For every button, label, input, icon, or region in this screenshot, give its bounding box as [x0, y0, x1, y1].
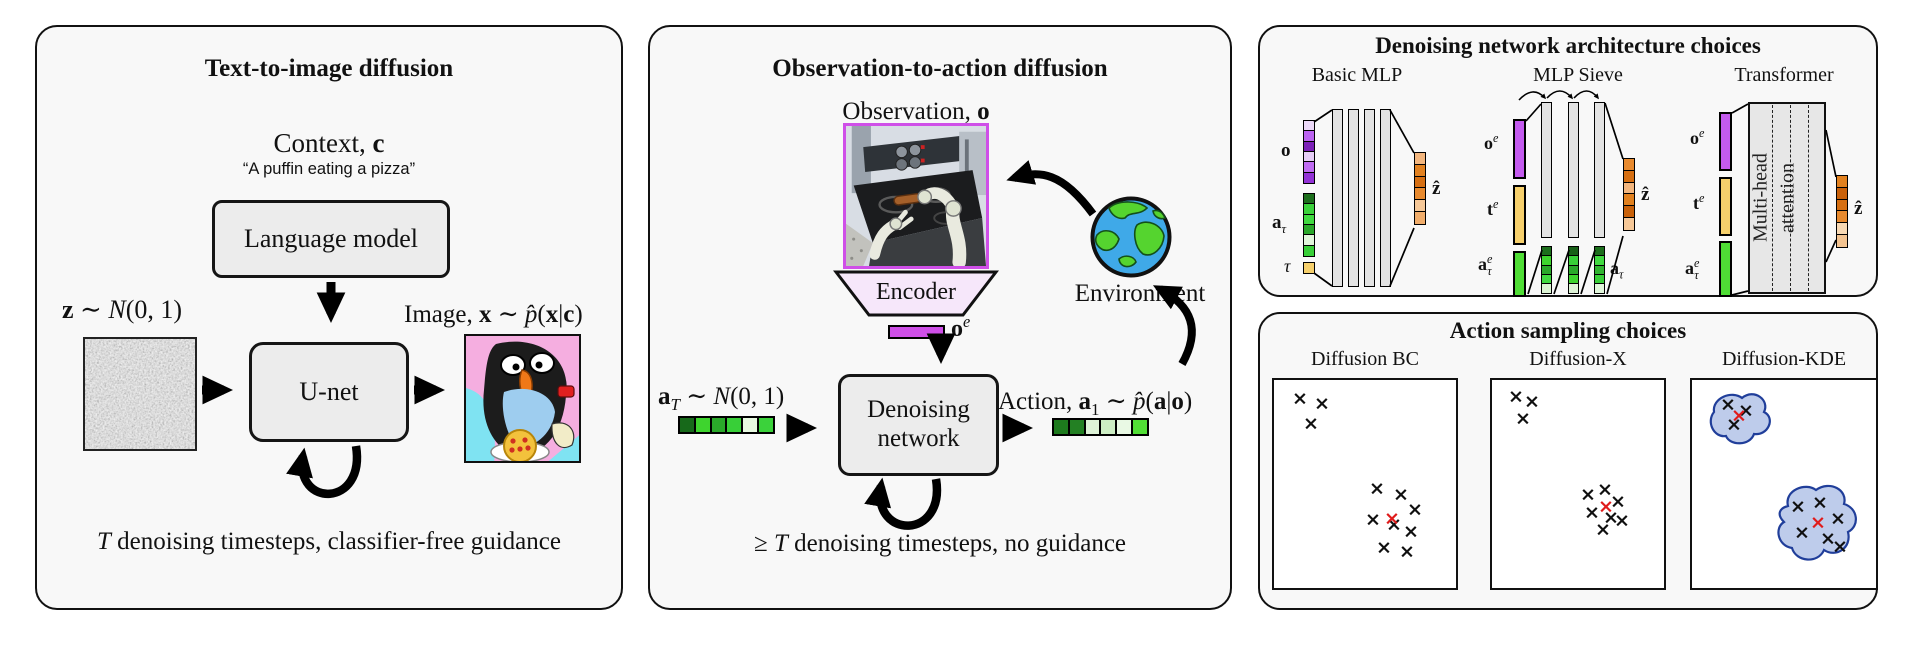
noise-image [83, 337, 197, 451]
denoising-network-label-line1: Denoising [867, 396, 970, 424]
sieve-output-label: ẑ [1641, 184, 1650, 205]
basic-mlp-layer-bar [1348, 109, 1359, 287]
basic-mlp-action-label: aτ [1272, 212, 1287, 236]
middle-caption: ≥ T denoising timesteps, no guidance [753, 530, 1127, 557]
sieve-action-squares-2 [1568, 246, 1579, 295]
kde-density-blobs [1709, 393, 1857, 561]
header-basic-mlp: Basic MLP [1311, 64, 1403, 86]
transformer-action-embedding-bar [1719, 241, 1732, 297]
header-diffusion-x: Diffusion-X [1529, 348, 1627, 370]
sieve-timestep-embedding-bar [1513, 185, 1526, 245]
sieve-layer-bar [1568, 102, 1579, 238]
attention-layer-divider [1772, 105, 1773, 291]
noise-texture [85, 339, 195, 449]
sieve-action-squares-1 [1541, 246, 1552, 295]
observation-label: Observation, o [842, 98, 990, 125]
diffusion-bc-sample-plot: ×××××××××××× [1272, 378, 1458, 590]
sieve-observation-embedding-bar [1513, 119, 1526, 179]
panel-title-observation-to-action: Observation-to-action diffusion [772, 55, 1108, 82]
robot-observation-image [843, 123, 989, 269]
puffin-illustration [466, 336, 579, 461]
basic-mlp-timestep-square [1303, 262, 1315, 274]
prompt-text: “A puffin eating a pizza” [242, 160, 416, 178]
transformer-timestep-embedding-bar [1719, 177, 1732, 236]
sieve-observation-embedding-label: oe [1484, 131, 1499, 153]
image-sample-label: Image, x ∼ p̂(x|c) [404, 301, 583, 328]
action-squares [1052, 418, 1150, 436]
transformer-observation-embedding-bar [1719, 112, 1732, 171]
unet-box: U-net [249, 342, 409, 442]
unet-label: U-net [299, 377, 359, 407]
panel-title-architecture-choices: Denoising network architecture choices [1375, 33, 1761, 58]
basic-mlp-timestep-label: τ [1284, 256, 1291, 276]
observation-embedding-bar [888, 325, 945, 339]
header-diffusion-bc: Diffusion BC [1311, 348, 1419, 370]
sieve-action-embedding-bar [1513, 251, 1526, 297]
transformer-output-label: ẑ [1854, 198, 1863, 219]
observation-embedding-label: oe [951, 312, 971, 342]
language-model-label: Language model [244, 224, 418, 254]
noisy-action-squares [678, 416, 776, 434]
panel-title-text-to-image: Text-to-image diffusion [204, 55, 454, 82]
sieve-action-squares-3 [1594, 246, 1605, 295]
basic-mlp-output-label: ẑ [1432, 178, 1441, 199]
transformer-observation-embedding-label: oe [1690, 126, 1705, 148]
earth-globe-icon [1090, 196, 1172, 278]
action-sample-label: Action, a1 ∼ p̂(a|o) [998, 388, 1193, 419]
attention-layer-divider [1808, 105, 1809, 291]
encoder-label: Encoder [876, 279, 956, 305]
transformer-output-squares [1836, 175, 1848, 248]
attention-label-line1: Multi-head [1749, 153, 1772, 243]
transformer-action-embedding-label: aeτ [1685, 256, 1700, 282]
panel-title-action-sampling: Action sampling choices [1449, 318, 1687, 343]
basic-mlp-layer-bar [1332, 109, 1343, 287]
basic-mlp-layer-bar [1364, 109, 1375, 287]
noisy-action-label: aT ∼ N(0, 1) [658, 383, 785, 414]
header-transformer: Transformer [1734, 64, 1834, 86]
puffin-pizza-image [464, 334, 581, 463]
attention-layer-divider [1790, 105, 1791, 291]
basic-mlp-output-squares [1414, 152, 1426, 225]
attention-label-line2: attention [1776, 163, 1799, 233]
diffusion-x-sample-plot: ××××××××××× [1490, 378, 1666, 590]
sieve-output-squares [1623, 158, 1635, 231]
basic-mlp-action-squares [1303, 193, 1315, 257]
left-caption: T denoising timesteps, classifier-free g… [97, 528, 561, 555]
basic-mlp-layer-bar [1380, 109, 1391, 287]
basic-mlp-o-label: o [1281, 140, 1291, 161]
kde-blob-top-left [1709, 393, 1771, 445]
diffusion-kde-sample-plot: ××××××××××× [1690, 378, 1878, 590]
sieve-action-embedding-label: aeτ [1478, 252, 1493, 278]
header-mlp-sieve: MLP Sieve [1533, 64, 1623, 86]
denoising-network-box: Denoising network [838, 374, 999, 476]
sieve-layer-bar [1594, 102, 1605, 238]
sieve-timestep-embedding-label: te [1487, 197, 1499, 219]
basic-mlp-observation-squares [1303, 120, 1315, 184]
denoising-network-label-line2: network [877, 425, 960, 452]
sieve-layer-bar [1541, 102, 1552, 238]
robot-kitchen-illustration [846, 126, 986, 266]
environment-label: Environment [1074, 280, 1206, 307]
z-distribution-label: z ∼ N(0, 1) [62, 295, 183, 324]
kde-blob-bottom-right [1777, 484, 1857, 561]
transformer-timestep-embedding-label: te [1693, 191, 1705, 213]
encoder-trapezoid [833, 270, 999, 317]
attention-block [1748, 102, 1826, 294]
context-label: Context, c [273, 128, 385, 158]
sieve-action-label: aτ [1610, 258, 1624, 282]
language-model-box: Language model [212, 200, 450, 278]
header-diffusion-kde: Diffusion-KDE [1721, 348, 1847, 370]
